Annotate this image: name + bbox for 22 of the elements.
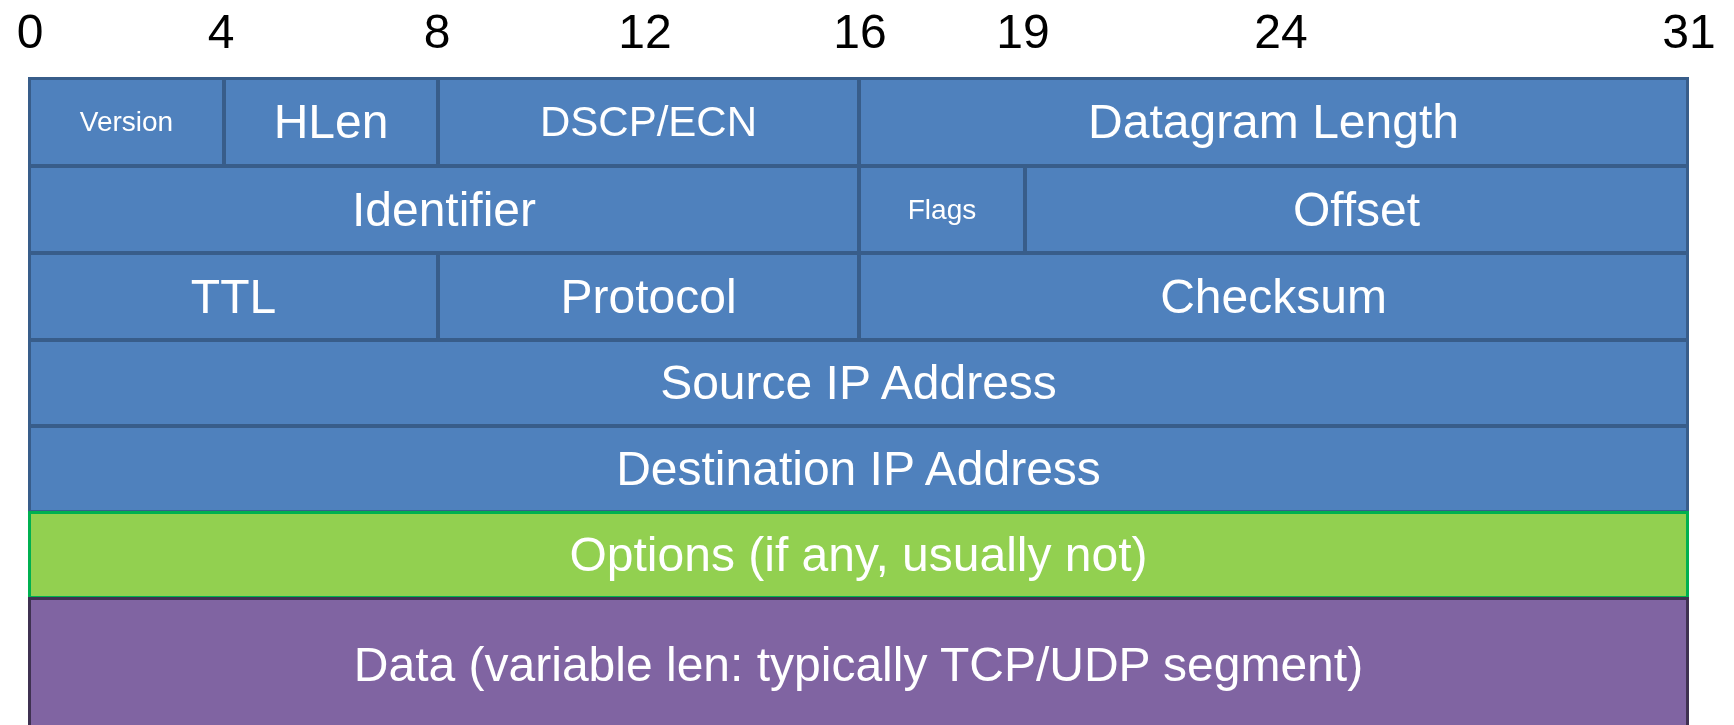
header-field: Checksum [858,252,1689,341]
header-field: Datagram Length [858,77,1689,167]
header-field: HLen [223,77,439,167]
header-field: TTL [28,252,439,341]
bit-number: 8 [423,4,451,60]
header-field: Offset [1024,165,1689,254]
header-field: Identifier [28,165,860,254]
header-field: Options (if any, usually not) [28,511,1689,599]
header-field: Source IP Address [28,339,1689,427]
bit-number: 31 [1662,4,1716,60]
header-field: Protocol [437,252,860,341]
header-field: Data (variable len: typically TCP/UDP segment) [28,597,1689,725]
bit-number: 16 [833,4,887,60]
header-field: DSCP/ECN [437,77,860,167]
bit-number: 0 [16,4,44,60]
header-field: Destination IP Address [28,425,1689,513]
header-field: Flags [858,165,1026,254]
bit-number: 12 [618,4,672,60]
bit-number: 24 [1254,4,1308,60]
bit-number: 19 [996,4,1050,60]
header-field: Version [28,77,225,167]
bit-number: 4 [207,4,235,60]
